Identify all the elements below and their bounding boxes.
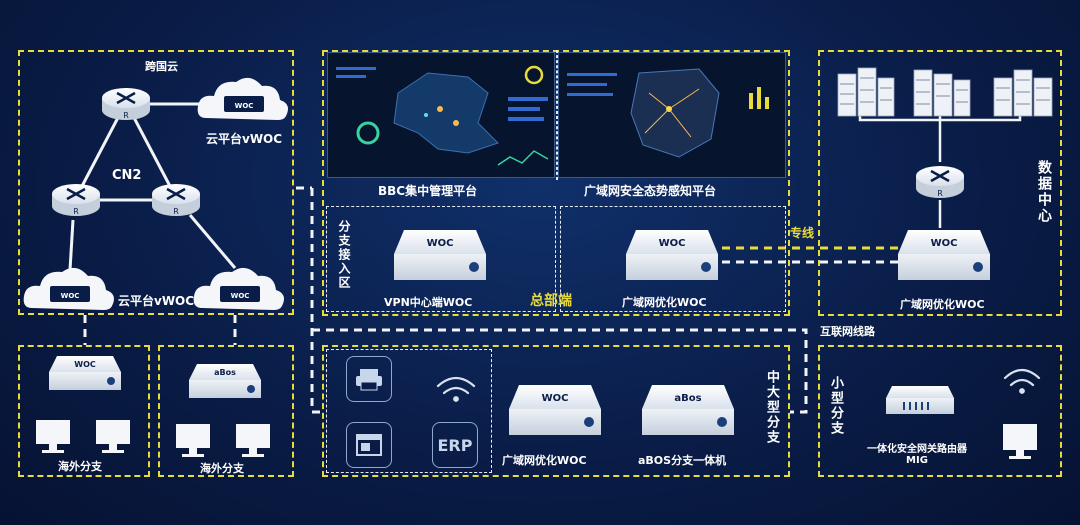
mig-gateway-icon [886,386,954,414]
cn2-link-top-right [128,109,174,191]
svg-text:WOC: WOC [931,238,958,249]
appliance-icon: WOC [394,230,486,280]
bbc-dashboard-screenshot [327,52,555,178]
hq-uplink-path [310,188,808,414]
china-branch-zone [322,345,790,477]
wan-woc-box [560,206,786,312]
svg-text:R: R [937,189,943,198]
appliance-icon: WOC [509,385,601,435]
wan-woc-label: 广域网优化WOC [622,296,707,309]
app-window-icon [346,422,392,468]
cloud-icon: WOC [193,267,284,310]
china-woc-label: 广域网优化WOC [502,454,587,467]
overseas-branch-right-label: 海外分支 [200,462,244,475]
svg-text:WOC: WOC [61,292,80,300]
datacenter-title: 数据中心 [1036,160,1052,224]
cross-border-cloud-zone [18,50,294,315]
router-icon: R [102,88,150,120]
mig-label: 一体化安全网关路由器 MIG [867,444,967,466]
overseas-branch-left-label: 海外分支 [58,460,102,473]
router-cloud-link-left [68,219,75,271]
datacenter-woc-label: 广域网优化WOC [900,298,985,311]
china-map-graphic [336,65,549,166]
bbc-platform-label: BBC集中管理平台 [378,184,478,198]
appliance-icon: WOC [898,230,990,280]
overseas-branch-left-zone [18,345,150,477]
svg-text:aBos: aBos [674,393,701,404]
cloud-zone-title: 跨国云 [145,60,178,73]
cn2-link-top-left [78,109,124,191]
svg-text:WOC: WOC [427,238,454,249]
cloud-icon: WOC [197,77,288,120]
svg-text:WOC: WOC [659,238,686,249]
branch-apps-box [326,349,492,473]
appliance-icon: aBos [189,364,261,398]
small-branch-zone [818,345,1062,477]
appliance-icon: WOC [626,230,718,280]
appliance-icon: aBos [642,385,734,435]
wifi-icon [436,368,1041,402]
datacenter-zone [818,50,1062,316]
access-zone-label: 分支接入区 [337,220,351,290]
erp-icon: ERP [432,422,478,468]
svg-text:aBos: aBos [214,368,236,377]
small-branch-title: 小型分支 [828,376,843,436]
appliance-icon: WOC [49,356,121,390]
overseas-branch-right-zone [158,345,294,477]
router-icon: R [916,166,964,198]
hq-label: 总部端 [530,293,572,309]
vpn-woc-label: VPN中心端WOC [384,296,473,309]
router-cloud-link-right [188,214,237,269]
internet-line-label: 互联网线路 [820,325,875,338]
svg-text:R: R [123,111,129,120]
cloud-vwoc-top-label: 云平台vWOC [206,132,283,146]
access-zone-box [326,206,556,312]
cn2-label: CN2 [112,168,142,183]
svg-text:WOC: WOC [542,393,569,404]
platform-divider-box [556,50,558,180]
erp-label: ERP [437,435,473,455]
printer-icon [346,356,392,402]
china-branch-title: 中大型分支 [764,370,779,445]
server-slot-lines [840,77,1050,105]
private-line-label: 专线 [790,226,815,240]
cloud-icon: WOC [23,267,114,310]
router-icon: R [52,184,100,216]
router-icon: R [152,184,200,216]
svg-text:WOC: WOC [231,292,250,300]
svg-text:R: R [73,207,79,216]
svg-text:R: R [173,207,179,216]
china-abos-label: aBOS分支一体机 [638,454,727,467]
dashed-links [83,186,900,414]
security-map-graphic [567,68,769,158]
awareness-dashboard-screenshot [558,52,786,178]
svg-text:WOC: WOC [235,102,254,110]
awareness-platform-label: 广域网安全态势感知平台 [584,184,717,198]
cloud-vwoc-bottom-label: 云平台vWOC [118,294,195,308]
monitor-icon [36,420,1037,459]
svg-text:WOC: WOC [74,360,96,369]
